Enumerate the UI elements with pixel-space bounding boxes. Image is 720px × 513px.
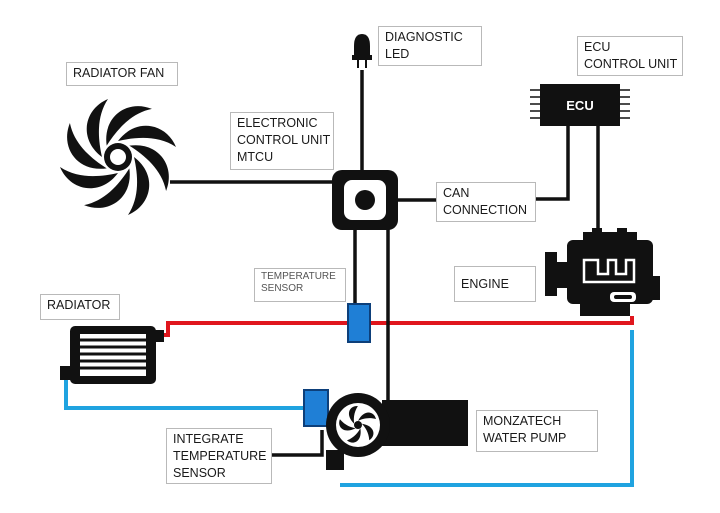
label-line: LED	[385, 47, 410, 61]
label-line: TEMPERATURE	[261, 271, 336, 282]
label-line: ECU	[584, 40, 611, 54]
temperature-sensor-label: TEMPERATURE SENSOR	[254, 268, 346, 302]
radiator-fan-label: RADIATOR FAN	[66, 62, 178, 86]
label-line: CONTROL UNIT	[584, 57, 678, 71]
radiator-label: RADIATOR	[40, 294, 120, 320]
label-line: INTEGRATE	[173, 432, 244, 446]
label-line: SENSOR	[261, 283, 304, 294]
electronic-control-unit-label: ELECTRONIC CONTROL UNIT MTCU	[230, 112, 334, 170]
water-pump-icon	[326, 393, 468, 470]
integrate-temperature-sensor-label: INTEGRATE TEMPERATURE SENSOR	[166, 428, 272, 484]
temperature-sensor-icon	[347, 303, 371, 343]
engine-icon	[545, 228, 660, 316]
label-line: MONZATECH	[483, 414, 562, 428]
water-pump-label: MONZATECH WATER PUMP	[476, 410, 598, 452]
diagnostic-led-label: DIAGNOSTIC LED	[378, 26, 482, 66]
label-line: WATER PUMP	[483, 431, 567, 445]
label-line: ELECTRONIC	[237, 116, 318, 130]
label-line: DIAGNOSTIC	[385, 30, 463, 44]
ecu-control-unit-label: ECU CONTROL UNIT	[577, 36, 683, 76]
ecu-chip-icon: ECU	[530, 84, 630, 126]
label-line: RADIATOR	[47, 298, 111, 312]
cold-coolant-line	[64, 330, 634, 487]
engine-label: ENGINE	[454, 266, 536, 302]
mtcu-unit-icon	[332, 170, 398, 230]
label-line: RADIATOR FAN	[73, 66, 165, 80]
can-connection-label: CAN CONNECTION	[436, 182, 536, 222]
hot-coolant-line	[160, 316, 634, 337]
diagnostic-led-icon	[352, 34, 372, 68]
ecu-chip-label: ECU	[566, 98, 593, 113]
label-line: ENGINE	[461, 277, 509, 291]
label-line: CONTROL UNIT	[237, 133, 331, 147]
label-line: CONNECTION	[443, 203, 528, 217]
label-line: TEMPERATURE	[173, 449, 267, 463]
label-line: SENSOR	[173, 466, 226, 480]
radiator-fan-icon	[60, 99, 176, 215]
integrated-temperature-sensor-icon	[303, 389, 329, 427]
label-line: MTCU	[237, 150, 274, 164]
radiator-icon	[60, 326, 164, 384]
label-line: CAN	[443, 186, 470, 200]
